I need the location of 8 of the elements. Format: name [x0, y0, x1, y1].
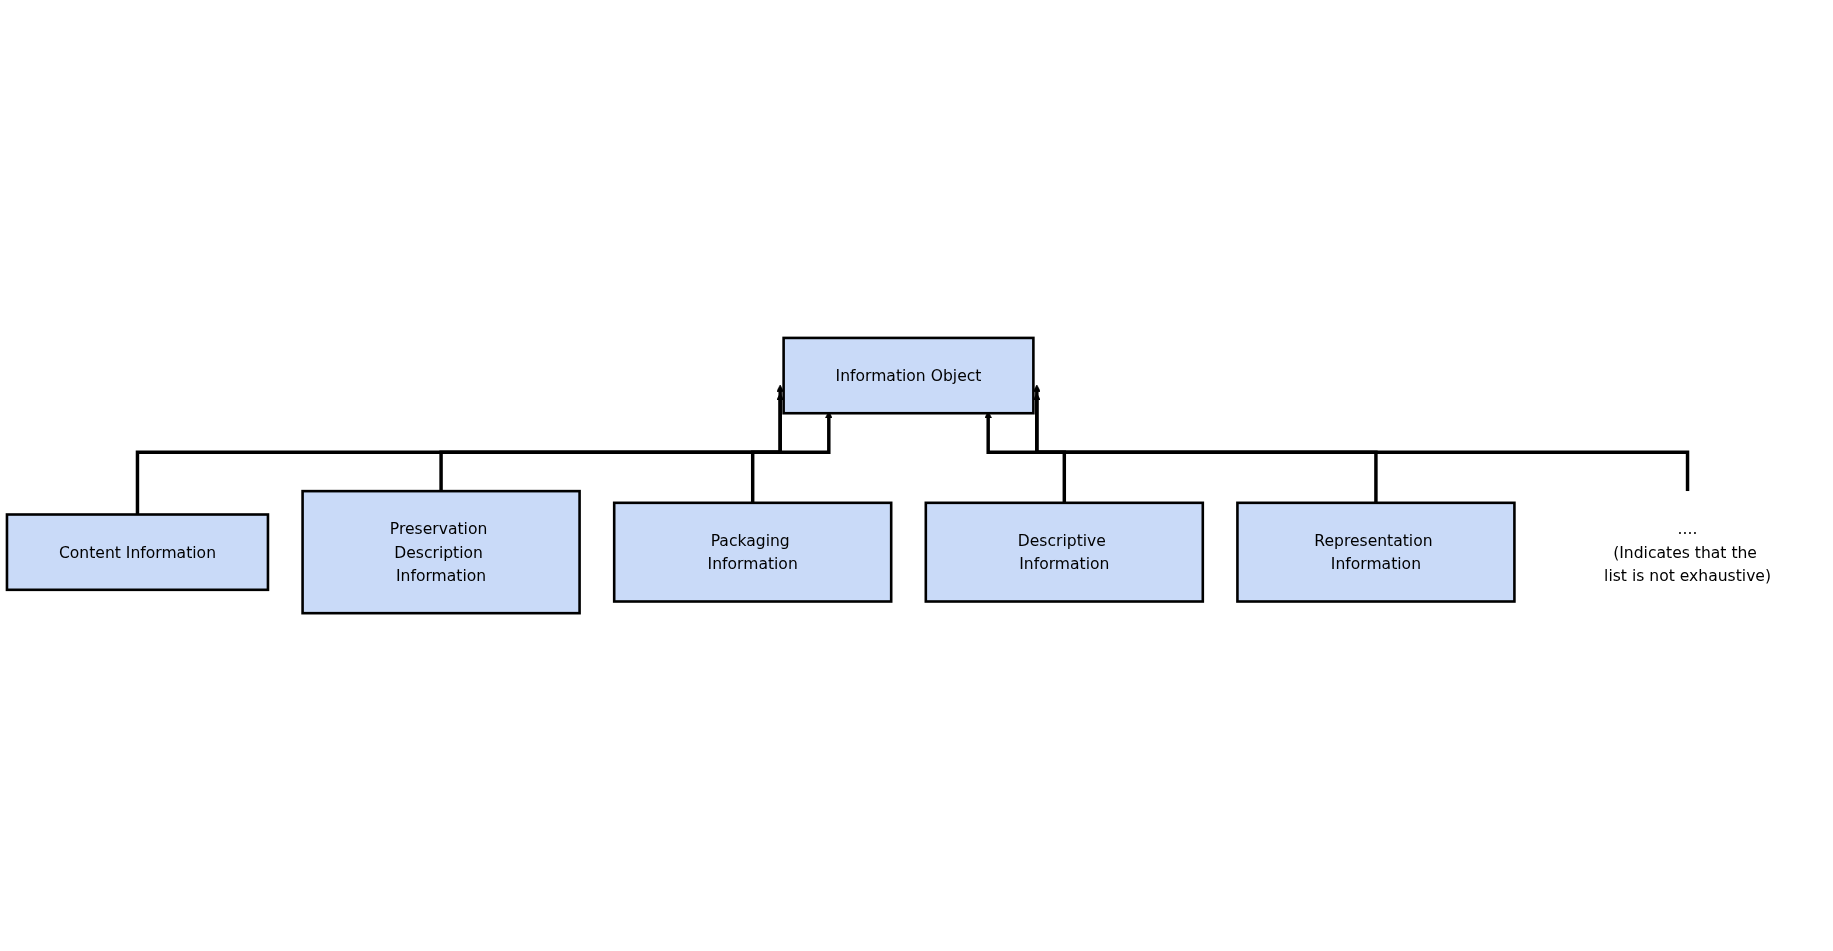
node-box: Representation Information: [1236, 501, 1516, 603]
node-box: Packaging Information: [612, 501, 893, 603]
arrow: [1033, 384, 1690, 493]
node-box: Content Information: [5, 513, 270, 592]
node-text: .... (Indicates that the list is not exhaustive): [1604, 519, 1772, 585]
node-box: Descriptive Information: [924, 501, 1205, 603]
node-box: Information Object: [782, 336, 1035, 415]
node-box: Preservation Description Information: [301, 489, 581, 615]
